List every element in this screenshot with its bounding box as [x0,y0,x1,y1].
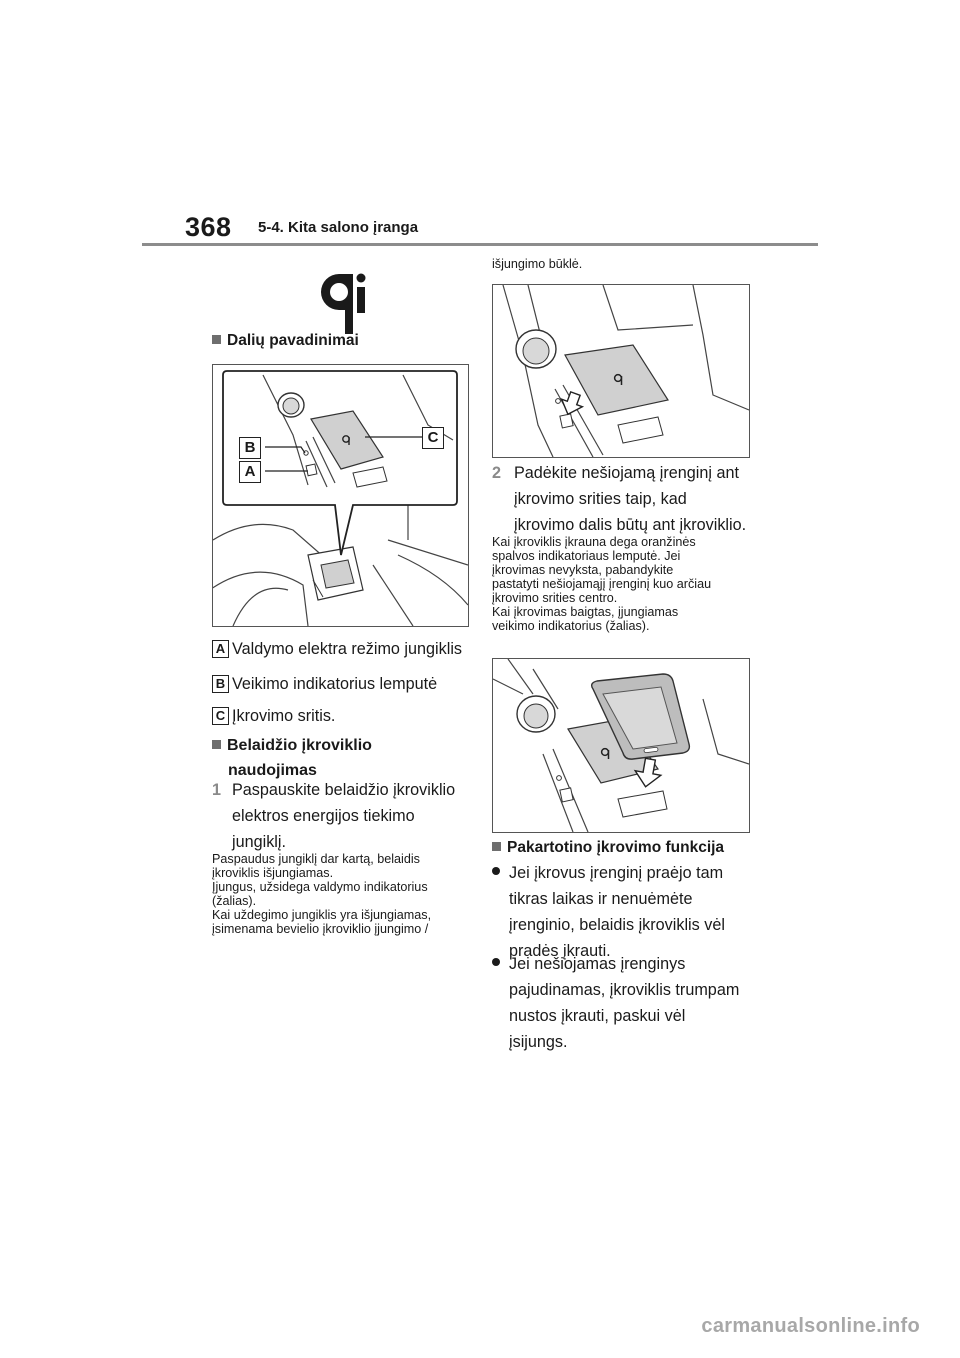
callout-c: C [422,427,444,449]
step-number: 1 [212,781,222,799]
legend-letter: A [212,640,229,658]
square-marker [492,842,501,851]
figure-parts: B A C [212,364,469,627]
note-continuation: išjungimo būklė. [492,257,583,271]
page-number: 368 [185,212,232,242]
figure-power-switch [492,284,750,458]
step-2: 2 Padėkite nešiojamą įrenginį ant įkrovi… [492,464,747,534]
heading-wireless-use: Belaidžio įkroviklio naudojimas [212,733,372,783]
figure-phone-placement [492,658,750,833]
callout-a: A [239,461,261,483]
bullet-dot-icon [492,958,500,966]
phone-icon [590,673,691,760]
square-marker [212,740,221,749]
heading-parts: Dalių pavadinimai [212,329,359,352]
header-rule [142,243,818,246]
watermark: carmanualsonline.info [701,1315,920,1337]
heading-recharge: Pakartotino įkrovimo funkcija [492,836,724,859]
bullet-item-2: Jei nešiojamas įrenginys pajudinamas, įk… [492,951,762,1055]
section-title: 5-4. Kita salono įranga [258,219,419,236]
step-1: 1 Paspauskite belaidžio įkroviklio elekt… [212,781,456,851]
bullet-item-1: Jei įkrovus įrenginį praėjo tam tikras l… [492,860,762,964]
note-left: Paspaudus jungiklį dar kartą, belaidis į… [212,852,432,936]
callout-b: B [239,437,261,459]
qi-logo-icon [317,270,367,338]
step-number: 2 [492,464,502,482]
note-right: Kai įkroviklis įkrauna dega oranžinės sp… [492,535,712,633]
legend-letter: B [212,675,229,693]
square-marker [212,335,221,344]
legend-letter: C [212,707,229,725]
bullet-dot-icon [492,867,500,875]
